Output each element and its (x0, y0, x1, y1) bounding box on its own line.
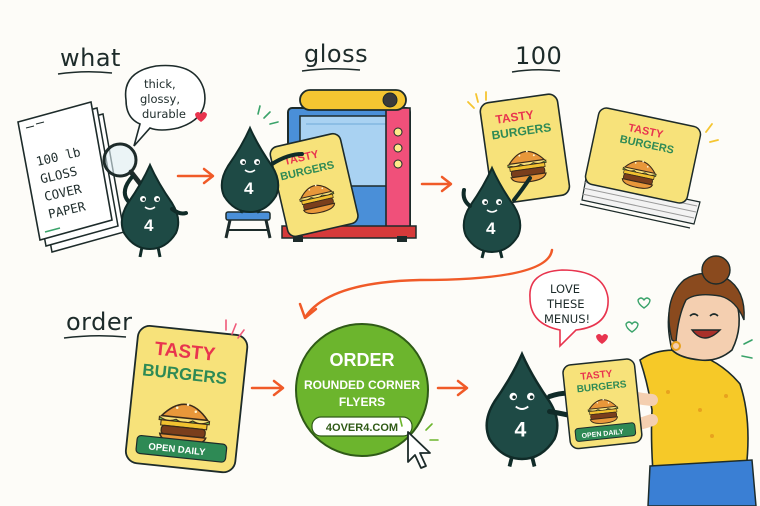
mascot-number-4: 4 (515, 418, 527, 442)
order-line-2: ROUNDED CORNER (304, 378, 420, 392)
open-daily-ribbon (135, 434, 228, 463)
bubble1-line-2: glossy, (140, 92, 180, 106)
mascot-drop-1: 4 (120, 164, 188, 258)
handed-flyer-line-1: TASTY (580, 369, 613, 383)
arrow-curve (298, 248, 554, 320)
sparkle-icon (257, 105, 279, 125)
handed-flyer-line-2: BURGERS (576, 379, 627, 395)
mascot-number-1: 4 (144, 216, 154, 235)
mascot-number-2: 4 (244, 179, 254, 198)
order-circle[interactable]: ORDER ROUNDED CORNER FLYERS 4OVER4.COM (295, 323, 429, 457)
heart-icon-2 (596, 334, 608, 344)
arrow-4 (436, 379, 469, 397)
order-line-3: FLYERS (339, 395, 385, 409)
mascot-drop-2: 4 (220, 127, 304, 214)
mascot-drop-4: 4 (485, 352, 577, 467)
sparkle-icon-5 (741, 339, 753, 359)
bubble2-line-1: LOVE (550, 282, 580, 296)
step-stool (224, 211, 272, 239)
step-label-order: order (66, 308, 133, 336)
heart-icon-4 (625, 321, 639, 333)
sparkle-icon-3 (705, 123, 719, 143)
cursor-icon (399, 417, 439, 469)
press-flyer: TASTY BURGERS (269, 132, 359, 238)
bubble2-line-3: MENUS! (544, 312, 590, 326)
mascot-number-3: 4 (486, 219, 496, 238)
handed-flyer-ribbon: OPEN DAILY (581, 429, 624, 440)
arrow-2 (420, 175, 453, 193)
happy-customer (610, 255, 757, 506)
heart-icon-3 (637, 297, 651, 309)
paper-stack: 100 lb GLOSS COVER PAPER (17, 100, 125, 253)
step-label-what: what (60, 44, 121, 72)
order-line-1: ORDER (329, 350, 394, 370)
order-url[interactable]: 4OVER4.COM (326, 422, 398, 434)
order-url-pill[interactable] (311, 416, 413, 437)
speech-bubble-1: thick, glossy, durable (124, 64, 207, 147)
step-label-100: 100 (515, 42, 562, 70)
big-flyer: TASTY BURGERS OPEN DAILY (124, 325, 249, 474)
bubble2-line-2: THESE (546, 297, 585, 311)
bubble1-line-3: durable (142, 107, 186, 121)
step-label-gloss: gloss (304, 40, 368, 68)
held-flyer-line-1: TASTY (495, 108, 535, 127)
bubble1-line-1: thick, (144, 77, 176, 91)
speech-bubble-2: LOVE THESE MENUS! (529, 269, 609, 348)
sparkle-icon-4 (225, 319, 245, 339)
arrow-1 (176, 167, 215, 185)
sparkle-icon-2 (467, 91, 487, 109)
mascot-drop-3: 4 (461, 167, 532, 259)
handed-flyer: TASTY BURGERS OPEN DAILY (562, 358, 643, 450)
heart-icon (195, 112, 207, 122)
arrow-3 (250, 379, 285, 397)
flyer-stack: TASTY BURGERS (579, 107, 702, 229)
held-flyer: TASTY BURGERS (479, 93, 571, 205)
